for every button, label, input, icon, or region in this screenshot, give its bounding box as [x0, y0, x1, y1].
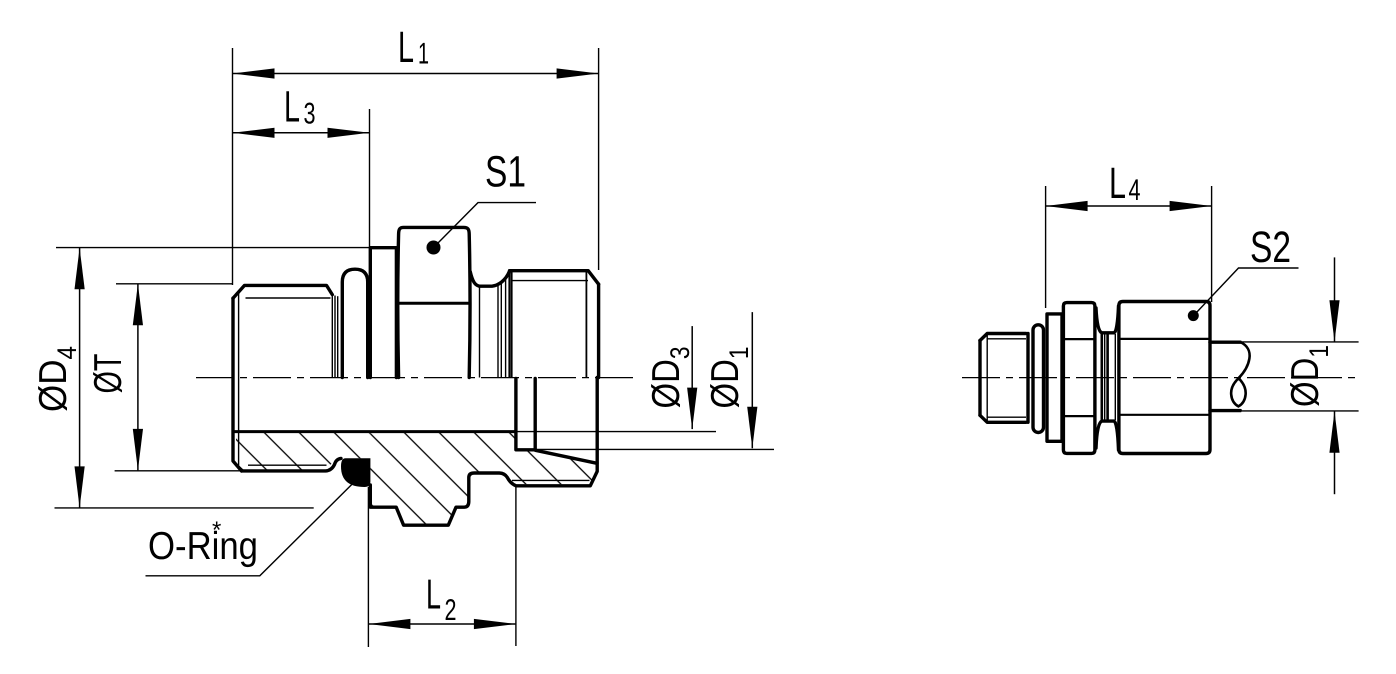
- svg-text:2: 2: [445, 594, 457, 627]
- svg-text:*: *: [212, 517, 221, 544]
- svg-text:4: 4: [1129, 174, 1141, 207]
- svg-text:S2: S2: [1250, 223, 1291, 272]
- svg-text:ØT: ØT: [87, 354, 130, 394]
- svg-text:L: L: [284, 83, 300, 132]
- svg-text:L: L: [398, 23, 414, 72]
- svg-text:O-Ring: O-Ring: [148, 525, 258, 568]
- svg-text:1: 1: [418, 38, 429, 71]
- svg-text:L: L: [426, 571, 441, 618]
- svg-text:L: L: [1109, 159, 1126, 208]
- svg-text:ØD3: ØD3: [645, 347, 695, 409]
- svg-text:S1: S1: [485, 148, 526, 197]
- svg-text:3: 3: [304, 98, 316, 131]
